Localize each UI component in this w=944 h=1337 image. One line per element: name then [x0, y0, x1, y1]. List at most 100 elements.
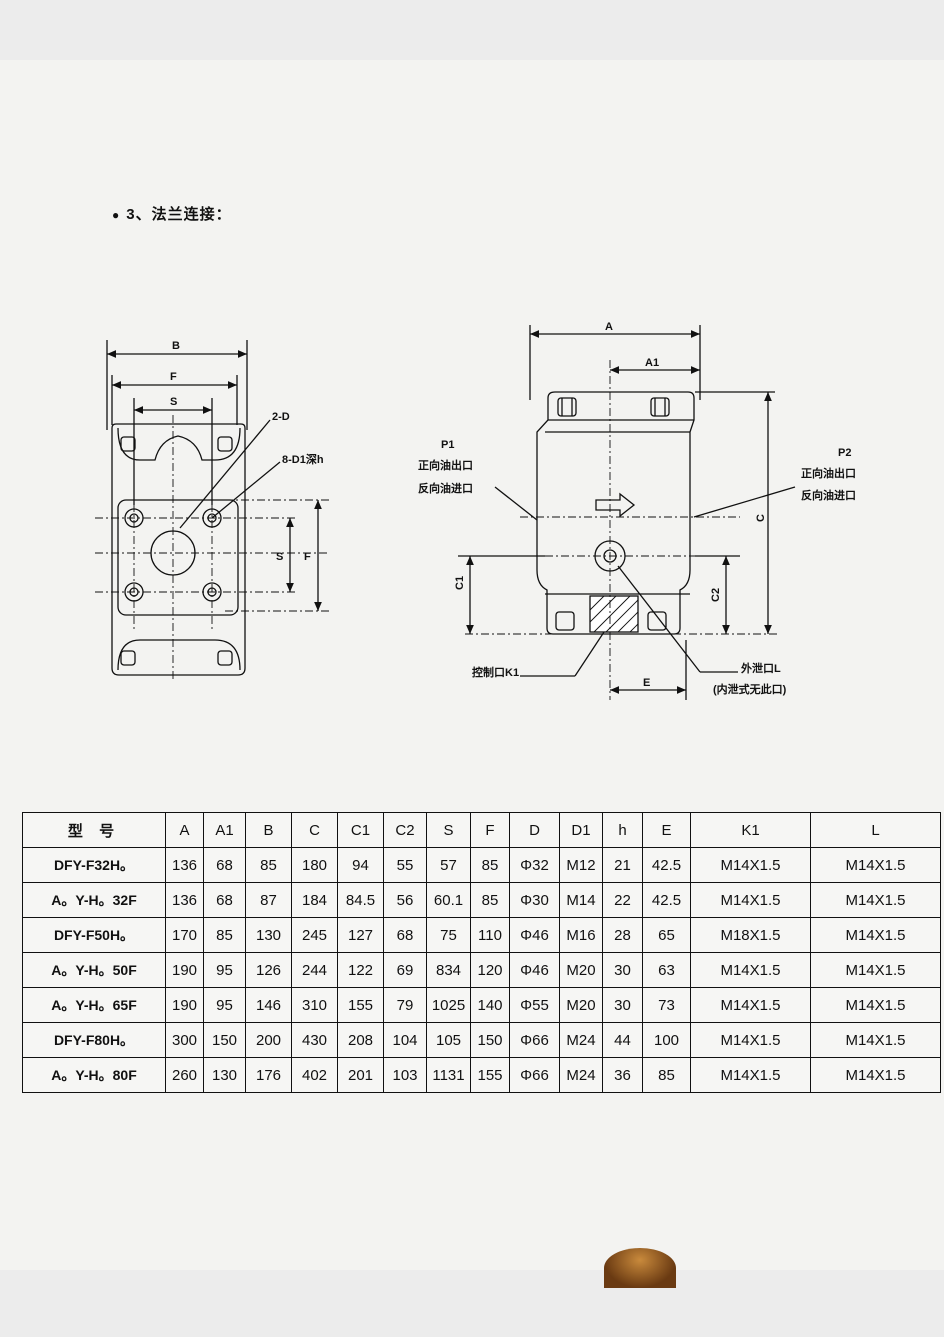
table-cell: 190	[165, 987, 204, 1023]
col-header-l: L	[810, 812, 941, 848]
table-cell: 201	[337, 1057, 384, 1093]
col-header-b: B	[245, 812, 292, 848]
table-cell: 155	[337, 987, 384, 1023]
dim-b-label: B	[172, 340, 180, 352]
table-cell: 30	[602, 987, 643, 1023]
p1-label: P1	[441, 439, 454, 451]
table-cell: 69	[383, 952, 427, 988]
model-cell: A。Y-H。50F	[22, 952, 166, 988]
table-cell: 87	[245, 882, 292, 918]
col-header-model: 型 号	[22, 812, 166, 848]
dim-s-vertical-label: S	[276, 551, 283, 563]
table-cell: M14X1.5	[690, 882, 811, 918]
table-cell: 146	[245, 987, 292, 1023]
table-cell: 42.5	[642, 882, 691, 918]
table-cell: 57	[426, 847, 471, 883]
table-cell: 63	[642, 952, 691, 988]
table-cell: 30	[602, 952, 643, 988]
col-header-e: E	[642, 812, 691, 848]
table-cell: M14X1.5	[690, 987, 811, 1023]
table-cell: 176	[245, 1057, 292, 1093]
table-cell: 190	[165, 952, 204, 988]
dim-c2-label: C2	[710, 588, 722, 602]
table-cell: M14X1.5	[690, 1057, 811, 1093]
col-header-d: D	[509, 812, 560, 848]
table-cell: 136	[165, 847, 204, 883]
table-cell: M24	[559, 1022, 603, 1058]
table-cell: 21	[602, 847, 643, 883]
table-cell: 85	[642, 1057, 691, 1093]
col-header-k1: K1	[690, 812, 811, 848]
table-cell: 68	[203, 847, 246, 883]
table-cell: 94	[337, 847, 384, 883]
table-cell: 36	[602, 1057, 643, 1093]
table-cell: 79	[383, 987, 427, 1023]
table-cell: 28	[602, 917, 643, 953]
right-view	[458, 325, 796, 700]
table-cell: 55	[383, 847, 427, 883]
table-cell: 184	[291, 882, 338, 918]
table-cell: 95	[203, 952, 246, 988]
table-cell: 68	[383, 917, 427, 953]
table-cell: M20	[559, 987, 603, 1023]
table-cell: Φ30	[509, 882, 560, 918]
table-cell: 42.5	[642, 847, 691, 883]
dim-f-label: F	[170, 371, 177, 383]
table-cell: 85	[245, 847, 292, 883]
model-cell: DFY-F50H。	[22, 917, 166, 953]
table-cell: 22	[602, 882, 643, 918]
table-cell: 65	[642, 917, 691, 953]
table-cell: 120	[470, 952, 510, 988]
drain-port-label: 外泄口L	[740, 661, 781, 675]
table-cell: M14X1.5	[690, 1022, 811, 1058]
table-cell: 1131	[426, 1057, 471, 1093]
p2-label: P2	[838, 447, 851, 459]
table-cell: 100	[642, 1022, 691, 1058]
table-cell: M14X1.5	[690, 952, 811, 988]
table-cell: 110	[470, 917, 510, 953]
control-port-label: 控制口K1	[472, 665, 519, 679]
drain-note: (内泄式无此口)	[713, 682, 787, 696]
table-cell: M12	[559, 847, 603, 883]
photo-artifact	[604, 1248, 676, 1288]
table-cell: 430	[291, 1022, 338, 1058]
col-header-s: S	[426, 812, 471, 848]
p1-line2: 反向油进口	[418, 481, 473, 495]
table-cell: M14X1.5	[810, 917, 941, 953]
dim-c-label: C	[755, 514, 767, 522]
dim-s-label: S	[170, 396, 177, 408]
table-cell: 244	[291, 952, 338, 988]
dim-f-vertical-label: F	[304, 551, 311, 563]
dim-e-label: E	[643, 677, 650, 689]
callout-2d: 2-D	[272, 411, 290, 423]
table-cell: Φ66	[509, 1022, 560, 1058]
table-cell: 56	[383, 882, 427, 918]
table-cell: 130	[203, 1057, 246, 1093]
bullet-icon: ●	[112, 208, 121, 222]
table-cell: 180	[291, 847, 338, 883]
table-cell: 136	[165, 882, 204, 918]
p2-line2: 反向油进口	[801, 488, 856, 502]
model-cell: A。Y-H。32F	[22, 882, 166, 918]
callout-8d1: 8-D1深h	[282, 452, 324, 466]
flange-drawing: B F S S F 2-D 8-D1深h	[95, 321, 856, 700]
table-cell: Φ46	[509, 917, 560, 953]
table-cell: 150	[203, 1022, 246, 1058]
table-cell: M14X1.5	[810, 1057, 941, 1093]
dim-a-label: A	[605, 321, 613, 333]
table-cell: 60.1	[426, 882, 471, 918]
table-cell: 208	[337, 1022, 384, 1058]
col-header-d1: D1	[559, 812, 603, 848]
table-cell: 402	[291, 1057, 338, 1093]
p2-line1: 正向油出口	[801, 466, 856, 480]
table-cell: M24	[559, 1057, 603, 1093]
table-cell: 68	[203, 882, 246, 918]
